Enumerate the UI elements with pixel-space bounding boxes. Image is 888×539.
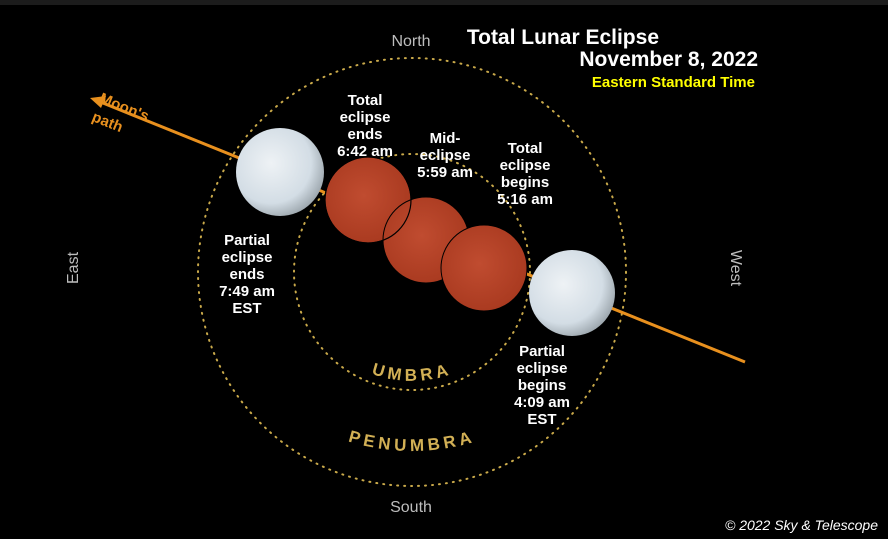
svg-text:eclipse: eclipse: [222, 249, 273, 266]
moon-partial-ends: [236, 128, 324, 216]
arrow-head-icon: [90, 96, 106, 108]
penumbra-label: PENUMBRA: [347, 427, 478, 455]
moon-partial-begins: [529, 250, 615, 336]
west-label: West: [727, 250, 744, 287]
svg-text:Mid-: Mid-: [430, 130, 461, 147]
svg-text:Partial: Partial: [224, 232, 270, 249]
title-line2: November 8, 2022: [579, 48, 758, 71]
timezone: Eastern Standard Time: [592, 74, 755, 91]
svg-text:5:59 am: 5:59 am: [417, 164, 473, 181]
svg-text:Partial: Partial: [519, 343, 565, 360]
svg-text:6:42 am: 6:42 am: [337, 143, 393, 160]
label-mid-eclipse: Mid- eclipse 5:59 am: [417, 130, 473, 181]
svg-text:4:09 am: 4:09 am: [514, 394, 570, 411]
label-total-begins: Total eclipse begins 5:16 am: [497, 140, 553, 208]
umbra-label: UMBRA: [370, 359, 454, 384]
svg-text:eclipse: eclipse: [340, 109, 391, 126]
copyright: © 2022 Sky & Telescope: [725, 517, 878, 533]
north-label: North: [391, 33, 430, 50]
label-partial-ends: Partial eclipse ends 7:49 am EST: [219, 232, 275, 317]
svg-text:ends: ends: [229, 266, 264, 283]
moon-total-begins: [440, 224, 528, 312]
svg-text:EST: EST: [232, 300, 261, 317]
svg-text:Total: Total: [348, 92, 383, 109]
svg-text:7:49 am: 7:49 am: [219, 283, 275, 300]
label-total-ends: Total eclipse ends 6:42 am: [337, 92, 393, 160]
svg-text:5:16 am: 5:16 am: [497, 191, 553, 208]
umbra-circle: [293, 153, 531, 391]
svg-text:ends: ends: [347, 126, 382, 143]
title-line1: Total Lunar Eclipse: [467, 26, 659, 49]
svg-text:eclipse: eclipse: [517, 360, 568, 377]
svg-text:eclipse: eclipse: [500, 157, 551, 174]
east-label: East: [65, 251, 82, 284]
top-bar: [0, 0, 888, 5]
svg-text:begins: begins: [518, 377, 566, 394]
svg-text:EST: EST: [527, 411, 556, 428]
label-partial-begins: Partial eclipse begins 4:09 am EST: [514, 343, 570, 428]
south-label: South: [390, 499, 432, 516]
penumbra-circle: [197, 57, 627, 487]
svg-text:eclipse: eclipse: [420, 147, 471, 164]
svg-text:Total: Total: [508, 140, 543, 157]
svg-text:begins: begins: [501, 174, 549, 191]
